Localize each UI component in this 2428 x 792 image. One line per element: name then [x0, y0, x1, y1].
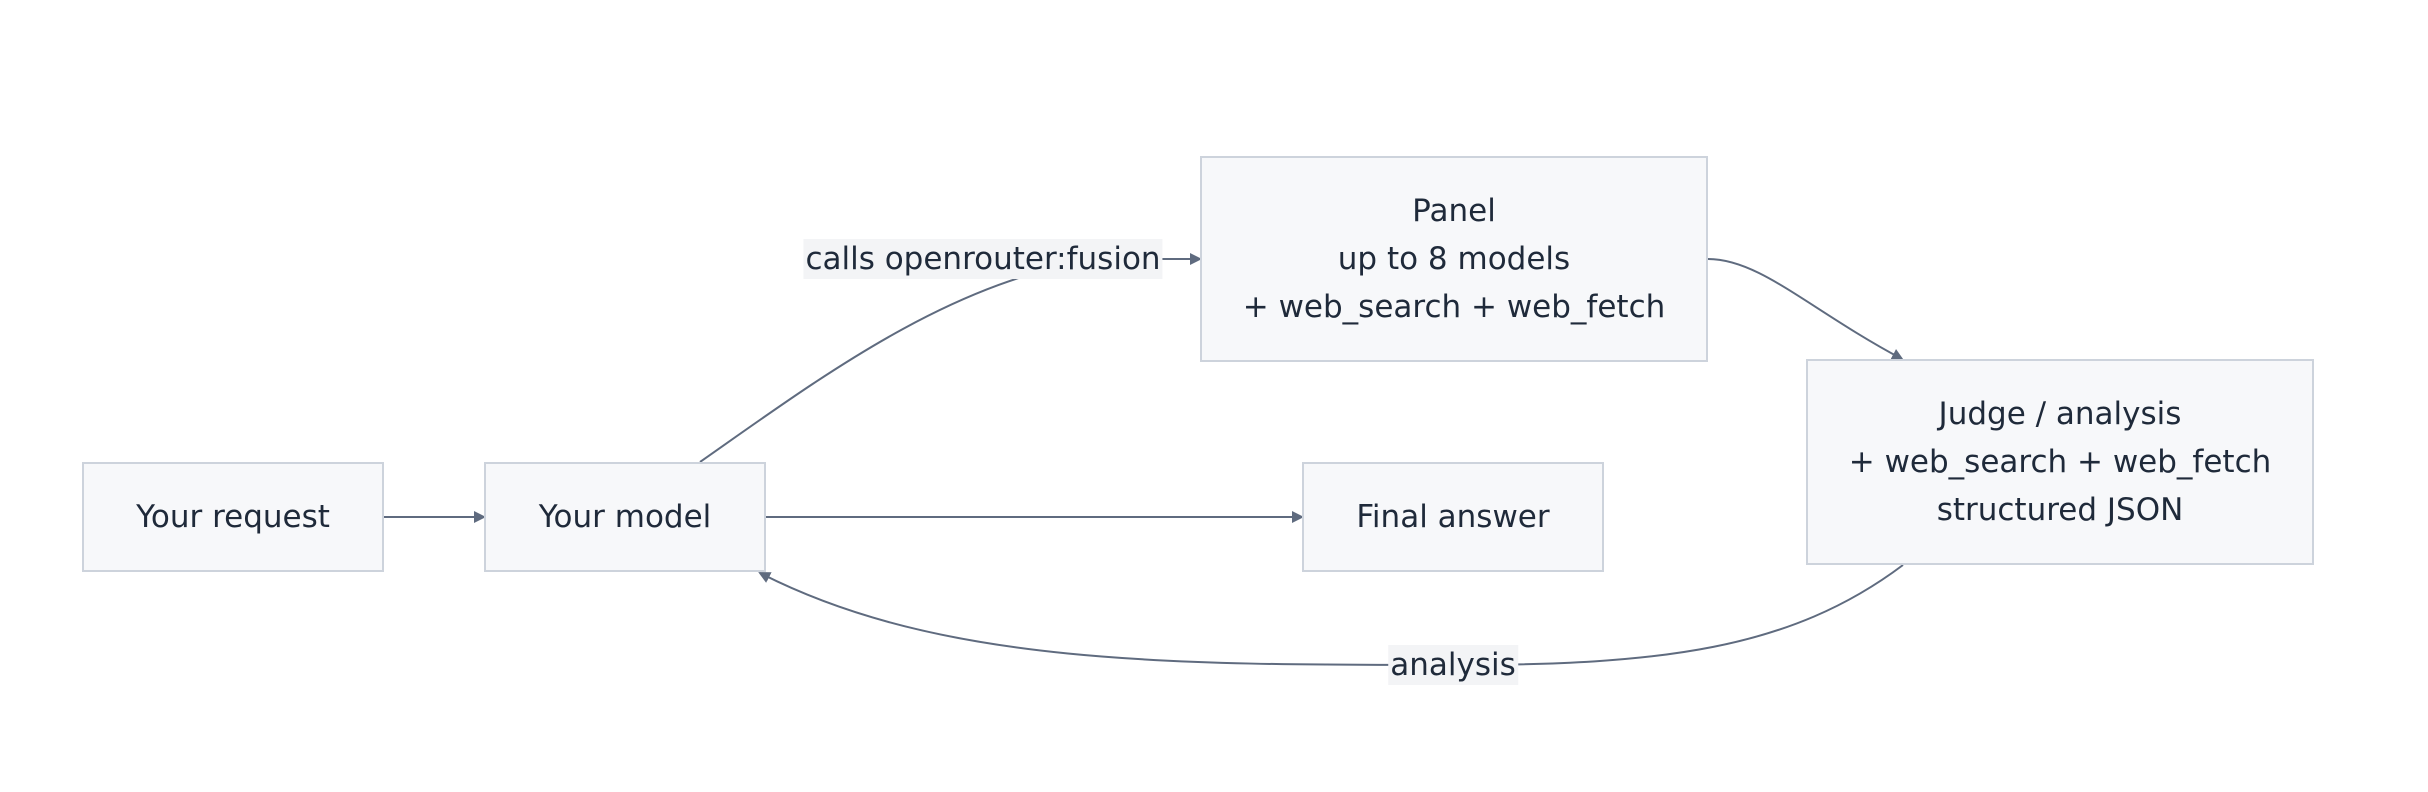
node-line: Judge / analysis — [1938, 396, 2182, 432]
edge-judge-to-model — [758, 564, 1904, 667]
node-line: + web_search + web_fetch — [1848, 444, 2272, 480]
edge-model-to-panel — [699, 253, 1202, 463]
node-line: + web_search + web_fetch — [1242, 289, 1666, 325]
node-line: structured JSON — [1936, 492, 2184, 528]
edge-label-analysis: analysis — [1388, 645, 1518, 685]
node-label: Your model — [538, 499, 712, 535]
node-label: Final answer — [1356, 499, 1550, 535]
node-label: Your request — [136, 499, 330, 535]
node-your-model: Your model — [484, 462, 766, 572]
edge-panel-to-judge — [1707, 258, 1904, 360]
node-panel: Panel up to 8 models + web_search + web_… — [1200, 156, 1708, 362]
node-your-request: Your request — [82, 462, 384, 572]
node-final-answer: Final answer — [1302, 462, 1604, 572]
node-line: up to 8 models — [1337, 241, 1571, 277]
node-judge-analysis: Judge / analysis + web_search + web_fetc… — [1806, 359, 2314, 565]
edge-label-calls-openrouter: calls openrouter:fusion — [803, 239, 1163, 279]
node-line: Panel — [1412, 193, 1496, 229]
